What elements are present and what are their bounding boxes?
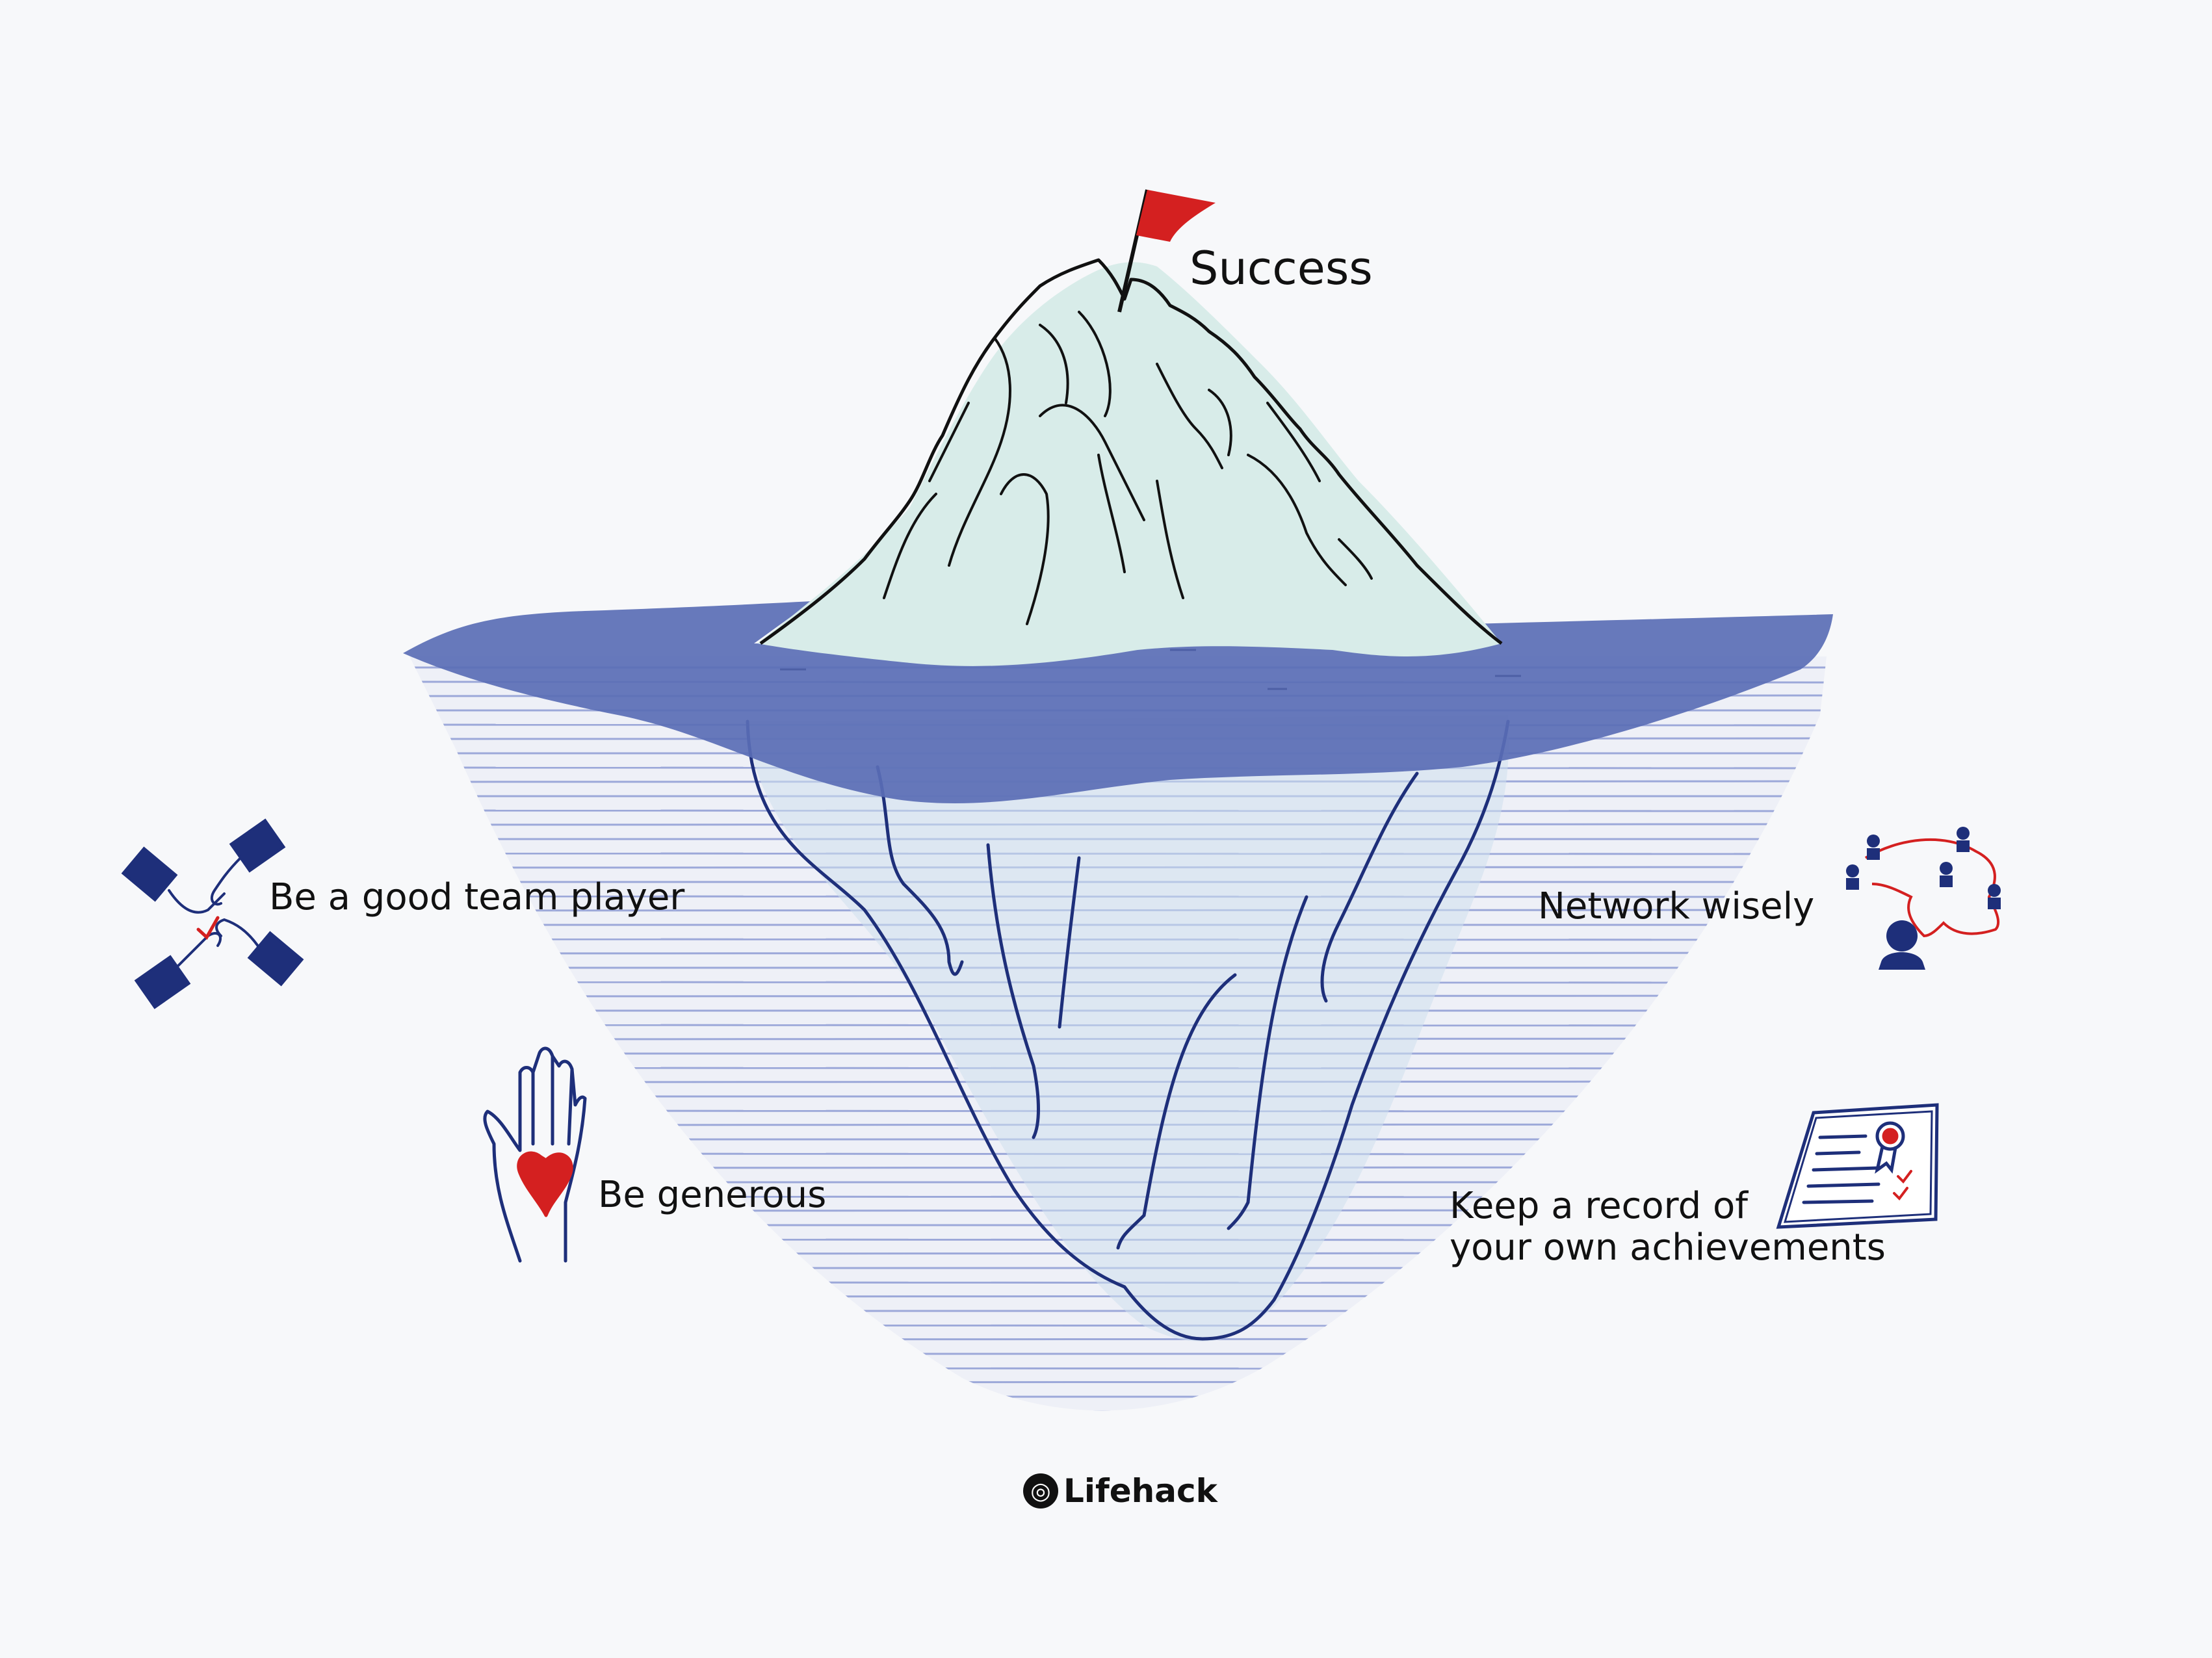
success-label: Success [1190,242,1373,295]
lifehack-logo-icon: ◎ [1023,1473,1058,1509]
water-surface [403,601,1833,804]
record-achievements-label: Keep a record of your own achievements [1450,1185,1886,1269]
record-label-line-2: your own achievements [1450,1226,1886,1269]
lifehack-logo: ◎ Lifehack [1023,1470,1217,1512]
iceberg-tip-outline [759,258,1503,645]
water-ripples [780,649,1521,690]
team-player-label: Be a good team player [269,876,685,918]
flag-icon [1117,189,1216,313]
submerged-iceberg-outline [746,719,1510,1341]
network-icon [1846,827,2001,970]
generous-hand-icon [483,1046,587,1263]
certificate-icon [1776,1103,1939,1229]
lifehack-brand-name: Lifehack [1063,1472,1217,1510]
team-hands-icon [121,818,304,1009]
iceberg-tip-ridges [883,311,1373,625]
network-label: Network wisely [1538,885,1815,927]
generous-label: Be generous [598,1174,827,1216]
submerged-iceberg-fill [748,715,1509,1341]
record-label-line-1: Keep a record of [1450,1185,1748,1227]
iceberg-tip-fill [757,262,1502,666]
